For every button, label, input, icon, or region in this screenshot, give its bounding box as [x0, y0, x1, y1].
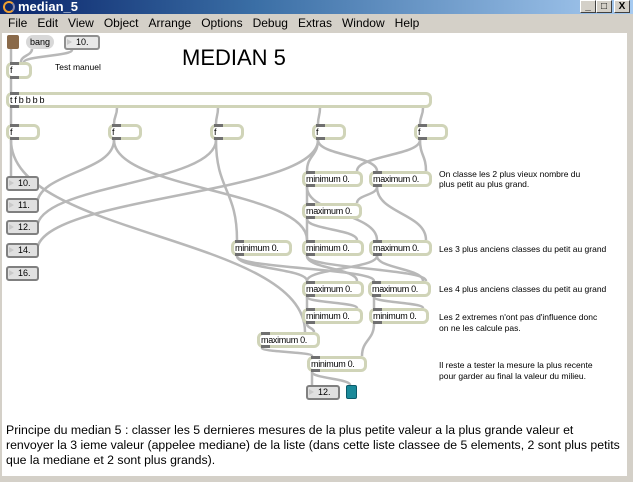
- app-icon: [3, 1, 15, 13]
- minimum-object[interactable]: minimum 0.: [302, 171, 363, 187]
- minimum-object[interactable]: minimum 0.: [231, 240, 292, 256]
- history-number-box[interactable]: 10.: [6, 176, 39, 191]
- bang-message[interactable]: bang: [26, 35, 54, 49]
- maximum-object[interactable]: maximum 0.: [368, 281, 431, 297]
- menu-bar: File Edit View Object Arrange Options De…: [0, 14, 633, 33]
- patch-cord: [418, 107, 425, 125]
- maximum-object[interactable]: maximum 0.: [257, 332, 320, 348]
- input-number-box[interactable]: 10.: [64, 35, 100, 50]
- minimum-object[interactable]: minimum 0.: [302, 308, 363, 324]
- patch-cord: [9, 139, 307, 333]
- menu-view[interactable]: View: [68, 16, 94, 30]
- inlet-icon[interactable]: [7, 35, 19, 49]
- patch-cord: [35, 139, 218, 229]
- float-object[interactable]: f: [6, 124, 40, 140]
- patch-cord: [305, 255, 379, 282]
- patch-cord: [355, 139, 422, 172]
- patch-canvas[interactable]: bang 10. f Test manuel MEDIAN 5 t f b b …: [2, 33, 627, 476]
- float-object[interactable]: f: [6, 62, 32, 79]
- comment: pour garder au final la valeur du milieu…: [439, 371, 586, 381]
- patch-cord: [214, 139, 239, 241]
- patch-cord: [260, 346, 314, 358]
- maximize-button[interactable]: □: [596, 0, 612, 13]
- patch-cord: [316, 139, 379, 172]
- comment: on ne les calcule pas.: [439, 323, 521, 333]
- description-comment: Principe du median 5 : classer les 5 der…: [6, 423, 620, 467]
- outlet-icon[interactable]: [346, 385, 357, 399]
- patch-cord: [35, 139, 320, 252]
- patch-cord: [360, 323, 376, 357]
- patch-cord: [214, 107, 220, 125]
- patch-cord: [305, 295, 359, 310]
- patch-cords: [9, 48, 428, 387]
- patch-cord: [235, 254, 376, 283]
- comment: Il reste a tester la mesure la plus rece…: [439, 360, 593, 370]
- menu-window[interactable]: Window: [341, 16, 385, 30]
- maximum-object[interactable]: maximum 0.: [302, 203, 362, 219]
- patch-cord: [305, 323, 316, 333]
- patch-cord: [355, 186, 379, 204]
- maximum-object[interactable]: maximum 0.: [369, 171, 432, 187]
- menu-object[interactable]: Object: [103, 16, 139, 30]
- patch-cord: [112, 107, 119, 125]
- menu-arrange[interactable]: Arrange: [148, 16, 192, 30]
- comment: Les 2 extremes n'ont pas d'influence don…: [439, 312, 598, 322]
- float-object[interactable]: f: [414, 124, 448, 140]
- history-number-box[interactable]: 14.: [6, 243, 39, 258]
- close-button[interactable]: X: [614, 0, 630, 13]
- test-label: Test manuel: [55, 62, 101, 72]
- minimum-object[interactable]: minimum 0.: [307, 356, 367, 372]
- float-object[interactable]: f: [312, 124, 346, 140]
- title-bar: median_5: [0, 0, 633, 14]
- patch-cord: [375, 186, 428, 241]
- window-title: median_5: [18, 0, 78, 14]
- patch-cord: [305, 218, 359, 241]
- patch-cord: [310, 370, 352, 387]
- patch-cord: [372, 295, 425, 310]
- minimize-button[interactable]: _: [580, 0, 596, 13]
- output-number-box[interactable]: 12.: [306, 385, 340, 400]
- menu-file[interactable]: File: [8, 16, 28, 30]
- menu-edit[interactable]: Edit: [37, 16, 59, 30]
- history-number-box[interactable]: 11.: [6, 198, 39, 213]
- maximum-object[interactable]: maximum 0.: [369, 240, 432, 256]
- history-number-box[interactable]: 12.: [6, 220, 39, 235]
- patch-cord: [19, 48, 34, 63]
- float-object[interactable]: f: [210, 124, 244, 140]
- comment: Les 3 plus anciens classes du petit au g…: [439, 244, 607, 254]
- patch-cord: [316, 107, 322, 125]
- float-object[interactable]: f: [108, 124, 142, 140]
- patch-cord: [375, 255, 425, 282]
- patch-cord: [35, 139, 116, 206]
- comment: Les 4 plus anciens classes du petit au g…: [439, 284, 607, 294]
- comment: plus petit au plus grand.: [439, 179, 530, 189]
- minimum-object[interactable]: minimum 0.: [302, 240, 364, 256]
- comment: On classe les 2 plus vieux nombre du: [439, 169, 581, 179]
- trigger-object[interactable]: t f b b b b: [6, 92, 432, 108]
- patch-cord: [418, 139, 428, 172]
- menu-extras[interactable]: Extras: [297, 16, 332, 30]
- patch-title: MEDIAN 5: [182, 45, 286, 70]
- menu-options[interactable]: Options: [201, 16, 243, 30]
- history-number-box[interactable]: 16.: [6, 266, 39, 281]
- menu-help[interactable]: Help: [394, 16, 420, 30]
- minimum-object[interactable]: minimum 0.: [369, 308, 429, 324]
- maximum-object[interactable]: maximum 0.: [302, 281, 364, 297]
- patch-cord: [22, 48, 74, 64]
- menu-debug[interactable]: Debug: [252, 16, 288, 30]
